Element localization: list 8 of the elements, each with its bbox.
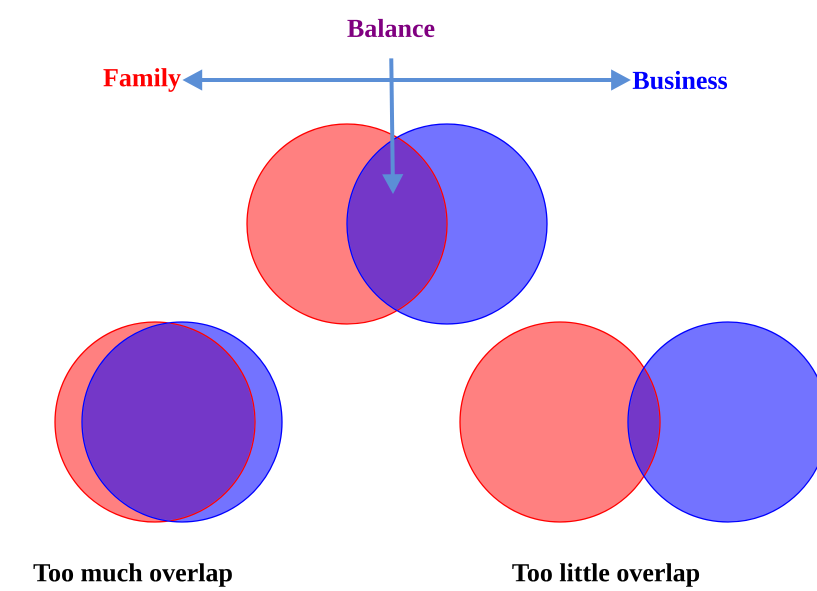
- venn-diagram: [54, 321, 283, 523]
- label-text: Balance: [347, 18, 434, 38]
- caption-text: Too much overlap: [34, 563, 232, 587]
- venn-diagram: [246, 123, 548, 325]
- label-text: Business: [632, 70, 728, 90]
- venn-diagram: [459, 321, 817, 523]
- caption-text: Too little overlap: [512, 563, 700, 587]
- label-text: Family: [103, 68, 181, 92]
